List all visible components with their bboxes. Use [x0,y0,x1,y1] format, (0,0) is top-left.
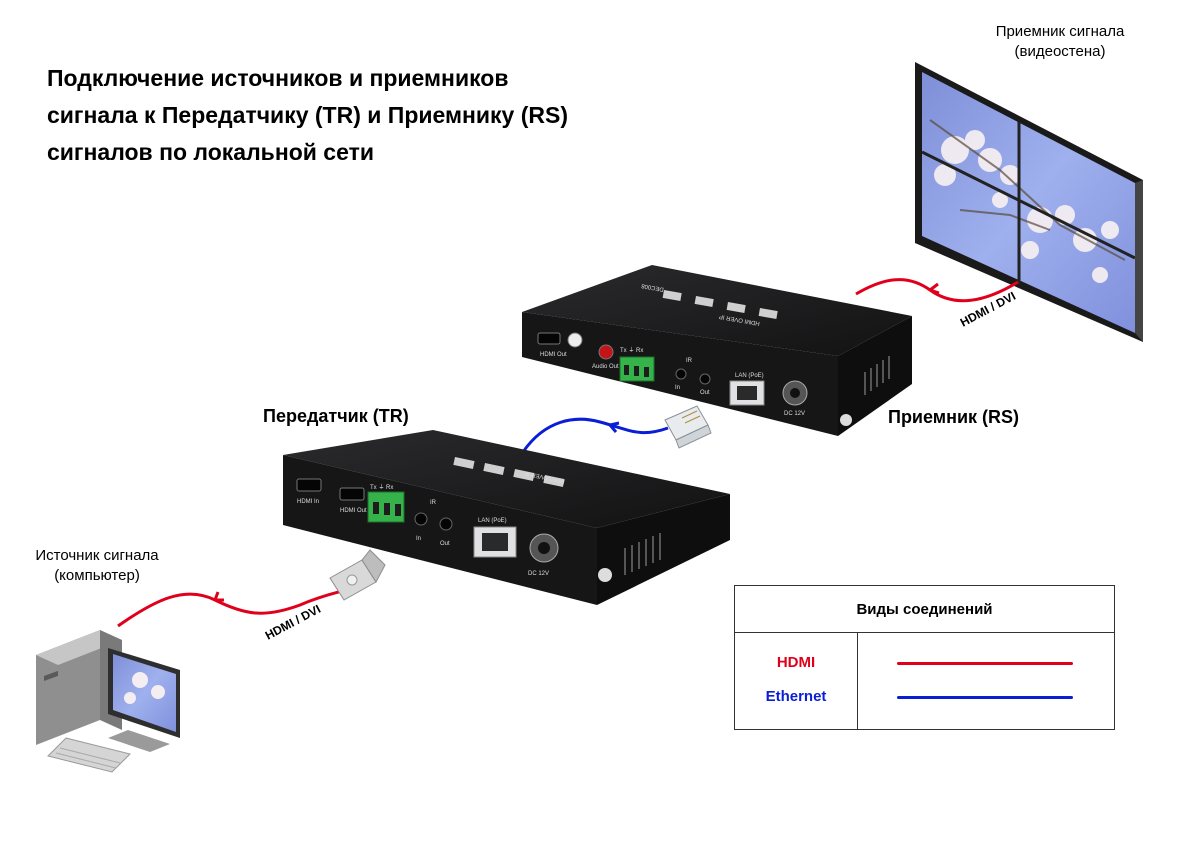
source-device-caption-line2: (компьютер) [54,567,140,584]
video-wall [915,62,1143,342]
legend-item-hdmi: HDMI [735,648,1114,678]
legend-body: HDMI Ethernet [735,633,1114,730]
receiver-audio-white-jack [567,332,583,348]
legend-divider [857,633,858,730]
transmitter-top [283,430,730,528]
receiver-box: HDMI Out Audio Out Tx ⏚ Rx IR In Out LAN… [522,265,912,436]
receiver-port-label-dc: DC 12V [784,411,805,417]
transmitter-side [597,494,730,605]
receiver-port-label-lan: LAN (PoE) [735,373,764,379]
title-line-1: Подключение источников и приемников [47,65,509,91]
legend-item-hdmi-line [897,662,1073,665]
receiver-display-caption: Приемник сигнала (видеостена) [970,22,1150,62]
receiver-display-caption-line2: (видеостена) [1014,43,1106,60]
receiver-port-label-hdmi-out: HDMI Out [540,352,567,358]
legend-item-ethernet-label: Ethernet [765,688,827,705]
rj45-plug [664,405,712,449]
transmitter-port-label-hdmi-out: HDMI Out [340,508,367,514]
transmitter-label: Передатчик (TR) [263,406,409,426]
hdmi-cable-computer-to-transmitter [117,583,361,628]
connection-legend: Виды соединений HDMI Ethernet [734,585,1115,730]
receiver-display-caption-line1: Приемник сигнала [995,23,1125,40]
computer [36,630,180,773]
receiver-label: Приемник (RS) [888,407,1020,427]
receiver-port-label-ir-out: Out [700,390,710,396]
diagram-title: Подключение источников и приемников сигн… [47,60,667,171]
hdmi-plug [329,549,386,601]
transmitter-port-label-lan: LAN (PoE) [478,518,507,524]
receiver-port-label-ir: IR [686,358,693,364]
legend-item-ethernet: Ethernet [735,682,1114,712]
transmitter-port-label-hdmi-in: HDMI In [297,499,319,505]
transmitter-port-label-dc: DC 12V [528,571,549,577]
transmitter-box: HDMI In HDMI Out Tx ⏚ Rx IR In Out LAN (… [283,430,730,605]
receiver-audio-red-jack [598,344,614,360]
ethernet-cable [521,417,669,453]
transmitter-port-label-serial: Tx ⏚ Rx [370,484,393,491]
transmitter-port-label-ir-out: Out [440,541,450,547]
receiver-top [522,265,912,356]
receiver-port-label-audio-out: Audio Out [592,364,619,370]
title-line-3: сигналов по локальной сети [47,139,374,165]
transmitter-hdmi-out-port [339,487,365,501]
transmitter-port-label-ir: IR [430,500,437,506]
receiver-port-label-serial: Tx ⏚ Rx [620,347,643,354]
transmitter-port-label-ir-in: In [416,536,421,542]
receiver-side [838,316,912,436]
receiver-hdmi-out-port [537,332,561,345]
title-line-2: сигнала к Передатчику (TR) и Приемнику (… [47,102,569,128]
receiver-model-text: DEC008 [640,282,664,292]
transmitter-lan-port [473,526,517,558]
legend-title: Виды соединений [735,586,1114,633]
source-device-caption-line1: Источник сигнала [35,547,159,564]
source-device-caption: Источник сигнала (компьютер) [12,546,182,586]
transmitter-hdmi-in-port [296,478,322,492]
video-wall-screen [922,72,1135,333]
receiver-port-label-ir-in: In [675,385,680,391]
legend-item-hdmi-label: HDMI [776,654,816,671]
legend-item-ethernet-line [897,696,1073,699]
